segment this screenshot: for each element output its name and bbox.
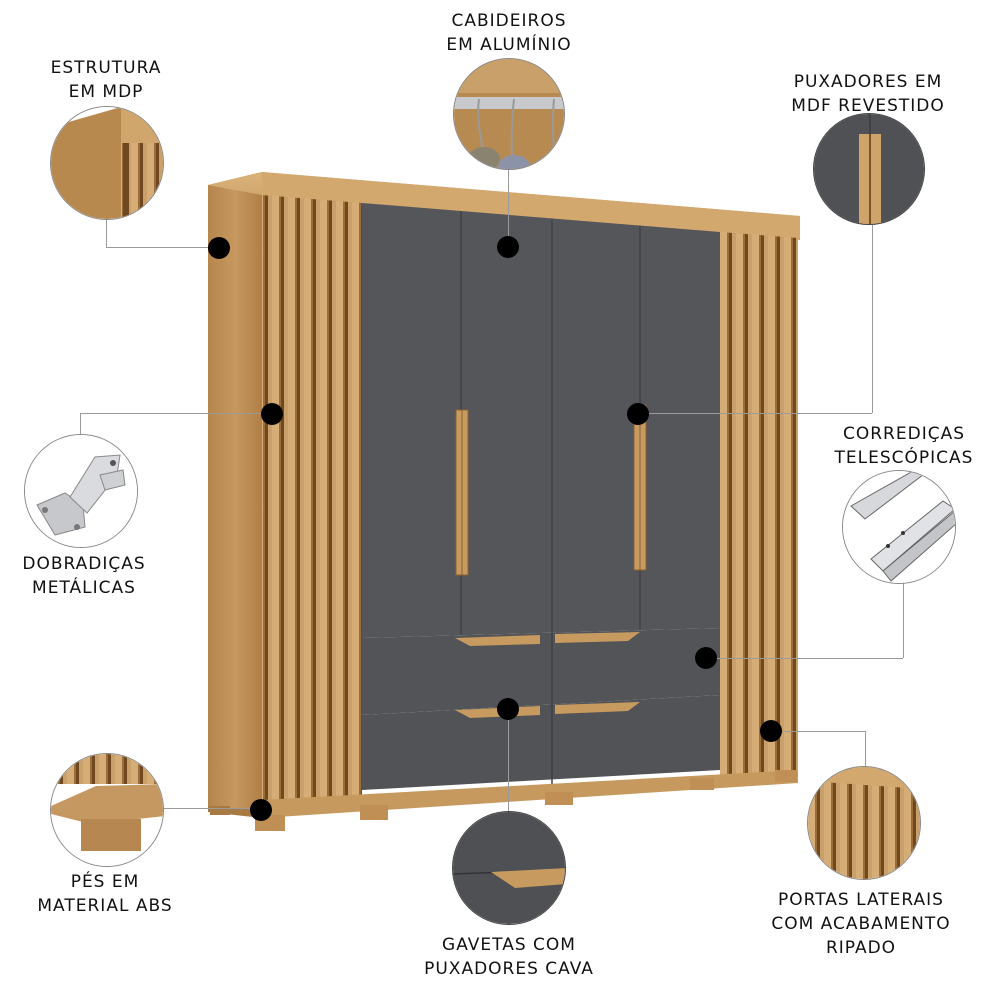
leader-line-gavetas [508, 708, 509, 813]
marker-dot-estrutura[interactable] [208, 237, 230, 259]
label-line: METÁLICAS [32, 578, 136, 598]
leader-line-cabideiros [508, 160, 509, 248]
label-line: PUXADORES EM [793, 72, 943, 92]
label-dobradicas: DOBRADIÇAS METÁLICAS [22, 552, 145, 600]
detail-circle-puxadores [813, 113, 925, 225]
telescopic-slide-icon [843, 471, 955, 583]
label-portas: PORTAS LATERAIS COM ACABAMENTO RIPADO [771, 888, 950, 960]
label-line: COM ACABAMENTO [771, 914, 951, 934]
detail-circle-gavetas [452, 811, 566, 925]
label-gavetas: GAVETAS COM PUXADORES CAVA [424, 933, 594, 981]
label-line: MDF REVESTIDO [791, 96, 945, 116]
marker-dot-cabideiros[interactable] [497, 236, 519, 258]
label-corredicas: CORREDIÇAS TELESCÓPICAS [835, 422, 974, 470]
leader-line-portas [770, 731, 865, 732]
detail-circle-portas [807, 766, 921, 880]
leader-line-puxadores-h [640, 413, 872, 414]
cava-pull-icon [453, 812, 565, 924]
label-line: EM MDP [68, 82, 144, 102]
detail-circle-cabideiros [453, 58, 565, 170]
label-line: CORREDIÇAS [842, 424, 965, 444]
label-line: ESTRUTURA [50, 58, 162, 78]
label-line: MATERIAL ABS [37, 896, 173, 916]
marker-dot-dobradicas[interactable] [261, 403, 283, 425]
label-line: RIPADO [825, 938, 897, 958]
leader-line-puxadores [872, 225, 873, 413]
leader-line-corredicas-h [706, 658, 903, 659]
marker-dot-portas[interactable] [760, 720, 782, 742]
label-cabideiros: CABIDEIROS EM ALUMÍNIO [446, 9, 571, 57]
label-line: CABIDEIROS [451, 11, 567, 31]
label-line: PORTAS LATERAIS [778, 890, 944, 910]
slatted-door-icon [808, 767, 920, 879]
mdf-handle-icon [814, 114, 924, 224]
leader-line-pes [163, 808, 263, 809]
leader-line-portas-v [865, 731, 866, 767]
label-line: EM ALUMÍNIO [446, 35, 572, 55]
leader-line-corredicas [903, 580, 904, 658]
marker-dot-gavetas[interactable] [497, 698, 519, 720]
label-line: PÉS EM [70, 872, 140, 892]
detail-circle-pes [50, 753, 164, 867]
leader-line-dobradicas-v [80, 413, 81, 435]
label-line: DOBRADIÇAS [22, 554, 146, 574]
marker-dot-pes[interactable] [250, 799, 272, 821]
marker-dot-corredicas[interactable] [695, 647, 717, 669]
abs-foot-icon [51, 754, 163, 866]
leader-line-estrutura [106, 218, 107, 248]
metal-hinge-icon [25, 435, 137, 547]
label-line: GAVETAS COM [442, 935, 576, 955]
label-line: TELESCÓPICAS [834, 448, 974, 468]
label-estrutura: ESTRUTURA EM MDP [51, 56, 162, 104]
label-line: PUXADORES CAVA [424, 959, 594, 979]
detail-circle-corredicas [842, 470, 956, 584]
marker-dot-puxadores[interactable] [627, 403, 649, 425]
detail-circle-dobradicas [24, 434, 138, 548]
detail-circle-estrutura [50, 106, 164, 220]
label-puxadores: PUXADORES EM MDF REVESTIDO [791, 70, 945, 118]
label-pes: PÉS EM MATERIAL ABS [37, 870, 172, 918]
leader-line-estrutura-h [106, 247, 220, 248]
leader-line-dobradicas [80, 413, 270, 414]
hanger-rail-icon [454, 59, 564, 169]
mdp-structure-icon [51, 107, 163, 219]
